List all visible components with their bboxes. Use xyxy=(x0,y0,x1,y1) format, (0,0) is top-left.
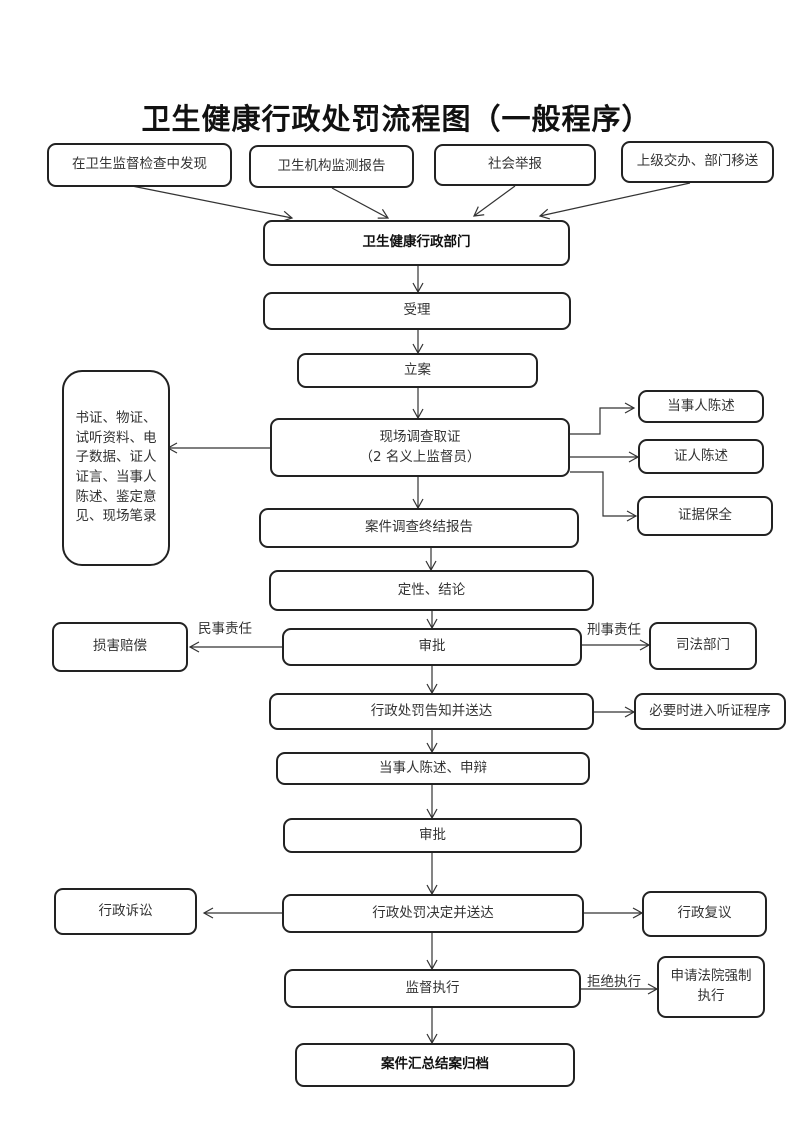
node-accept[interactable]: 受理 xyxy=(263,292,571,330)
node-damage-compensation[interactable]: 损害赔偿 xyxy=(52,622,188,672)
investigation-note: （2 名义上监督员） xyxy=(359,448,481,465)
source-monitoring-report[interactable]: 卫生机构监测报告 xyxy=(249,145,414,188)
arrow-source2-dept xyxy=(331,187,390,219)
node-penalty-notice[interactable]: 行政处罚告知并送达 xyxy=(269,693,594,730)
page-title: 卫生健康行政处罚流程图（一般程序） xyxy=(141,102,652,136)
arrow-source3-dept xyxy=(473,185,516,217)
node-approval-2[interactable]: 审批 xyxy=(283,818,582,853)
node-administrative-reconsideration[interactable]: 行政复议 xyxy=(642,891,767,937)
node-witness-statement[interactable]: 证人陈述 xyxy=(638,439,764,474)
arrow-source4-dept xyxy=(538,182,691,220)
node-evidence-types[interactable]: 书证、物证、试听资料、电子数据、证人证言、当事人陈述、鉴定意见、现场笔录 xyxy=(62,370,170,566)
node-party-statement[interactable]: 当事人陈述 xyxy=(638,390,764,423)
node-onsite-investigation[interactable]: 现场调查取证 （2 名义上监督员） xyxy=(270,418,570,477)
node-approval-1[interactable]: 审批 xyxy=(282,628,582,666)
node-court-enforcement[interactable]: 申请法院强制执行 xyxy=(657,956,765,1018)
node-register-case[interactable]: 立案 xyxy=(297,353,538,388)
source-public-report[interactable]: 社会举报 xyxy=(434,144,596,186)
arrow-investigate-preserve xyxy=(570,471,638,522)
arrow-investigate-statement xyxy=(570,402,636,435)
node-penalty-decision[interactable]: 行政处罚决定并送达 xyxy=(282,894,584,933)
arrow-source1-dept xyxy=(131,185,294,222)
investigation-label: 现场调查取证 xyxy=(379,428,461,445)
node-evidence-preservation[interactable]: 证据保全 xyxy=(637,496,773,536)
label-civil-liability: 民事责任 xyxy=(198,621,252,637)
node-health-admin-dept[interactable]: 卫生健康行政部门 xyxy=(263,220,570,266)
node-statement-defense[interactable]: 当事人陈述、申辩 xyxy=(276,752,590,785)
node-investigation-report[interactable]: 案件调查终结报告 xyxy=(259,508,579,548)
node-supervise-execution[interactable]: 监督执行 xyxy=(284,969,581,1008)
source-inspection[interactable]: 在卫生监督检查中发现 xyxy=(47,143,232,187)
node-hearing-procedure[interactable]: 必要时进入听证程序 xyxy=(634,693,786,730)
node-administrative-litigation[interactable]: 行政诉讼 xyxy=(54,888,197,935)
node-conclusion[interactable]: 定性、结论 xyxy=(269,570,594,611)
node-judicial-dept[interactable]: 司法部门 xyxy=(649,622,757,670)
label-criminal-liability: 刑事责任 xyxy=(587,622,641,638)
label-refuse-execution: 拒绝执行 xyxy=(587,974,641,990)
node-case-archive[interactable]: 案件汇总结案归档 xyxy=(295,1043,575,1087)
source-referral[interactable]: 上级交办、部门移送 xyxy=(621,141,774,183)
